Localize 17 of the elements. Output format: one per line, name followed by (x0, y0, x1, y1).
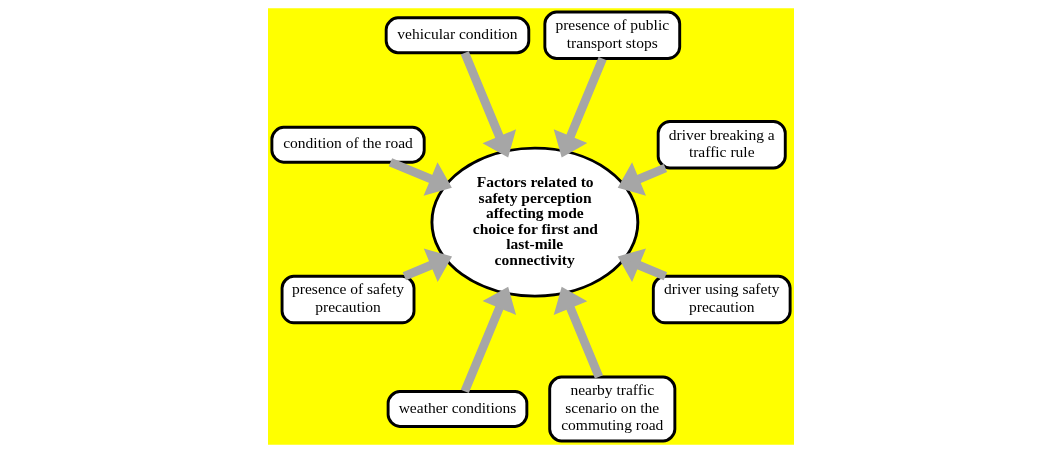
arrow (617, 248, 667, 283)
node-box: presence of safety precaution (280, 274, 415, 325)
arrow (553, 286, 603, 379)
node-box: nearby traffic scenario on the commuting road (547, 375, 676, 443)
arrow (388, 158, 452, 196)
node-box: driver using safety precaution (651, 274, 792, 325)
node-box: condition of the road (269, 125, 426, 164)
node-ellipse: Factors related to safety perception affecting mode choice for first and last-mile connectivity (429, 146, 639, 298)
arrow (553, 56, 607, 158)
node-box: driver breaking a traffic rule (656, 120, 787, 170)
arrow (402, 248, 452, 283)
node-box: vehicular condition (384, 16, 530, 55)
node-box: weather conditions (386, 390, 528, 428)
arrow (617, 162, 667, 196)
arrow (460, 286, 516, 394)
arrow (460, 51, 516, 158)
node-box: presence of public transport stops (542, 10, 681, 61)
